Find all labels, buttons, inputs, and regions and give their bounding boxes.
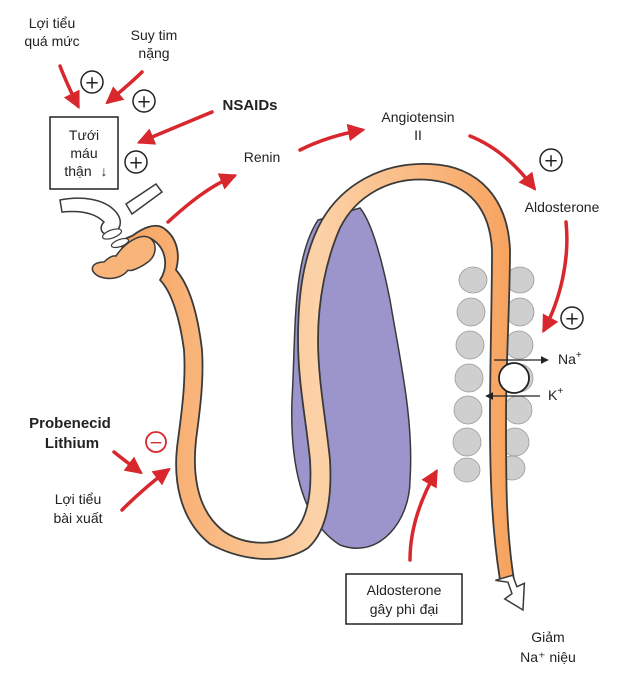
label-renal-flow-1: Tưới: [69, 127, 99, 143]
arrow-angiotensin-aldosterone: [468, 134, 537, 191]
minus-sign: −: [145, 431, 167, 453]
vessel-loop-small-2: [110, 237, 130, 249]
label-heart-failure-2: nặng: [138, 45, 169, 61]
label-reduced-na-1: Giảm: [531, 629, 564, 645]
label-na-ion: Na+: [558, 350, 582, 367]
svg-text:+: +: [543, 151, 558, 172]
plus-sign-1: +: [80, 70, 104, 94]
arrow-diuretic-excess: [58, 64, 80, 110]
svg-text:+: +: [564, 309, 579, 330]
label-excreted-diuretic-1: Lợi tiểu: [55, 491, 102, 507]
label-reduced-na-2: Na⁺ niệu: [520, 649, 576, 665]
bowman-capsule-neck: [115, 235, 156, 272]
svg-text:+: +: [128, 153, 143, 174]
svg-text:+: +: [136, 92, 151, 113]
afferent-arteriole: [59, 197, 121, 236]
label-k-ion: K+: [548, 386, 563, 403]
red-arrows: [58, 64, 569, 562]
outflow-arrow: [495, 574, 526, 612]
arrow-excreted-diuretic: [120, 467, 171, 512]
plus-sign-2: +: [132, 89, 156, 113]
arrow-probenecid: [112, 450, 143, 475]
plus-sign-5: +: [560, 306, 584, 330]
label-aldosterone: Aldosterone: [525, 199, 600, 215]
svg-text:+: +: [84, 73, 99, 94]
label-renal-flow-arrow: ↓: [101, 163, 108, 179]
label-nsaids: NSAIDs: [222, 97, 277, 114]
arrow-to-renin: [166, 173, 238, 224]
label-angiotensin-1: Angiotensin: [381, 109, 454, 125]
renal-tubule: [119, 163, 515, 581]
label-diuretic-excess-1: Lợi tiểu: [29, 15, 76, 31]
efferent-arteriole: [124, 182, 164, 216]
label-renal-flow-3: thận: [64, 163, 91, 179]
label-aldo-hypertrophy-2: gây phì đại: [370, 601, 439, 617]
plus-sign-3: +: [124, 150, 148, 174]
label-excreted-diuretic-2: bài xuất: [53, 510, 102, 526]
plus-sign-4: +: [539, 148, 563, 172]
label-diuretic-excess-2: quá mức: [24, 33, 79, 49]
na-k-transporter: [498, 362, 530, 394]
arrow-heart-failure: [105, 70, 144, 105]
arrow-hypertrophy: [408, 468, 438, 562]
renal-flow-box: [49, 116, 119, 190]
vessel-loop-small-1: [101, 228, 123, 240]
arrow-aldosterone-transporter: [542, 220, 569, 334]
label-lithium: Lithium: [45, 435, 99, 452]
arrow-renin-angiotensin: [298, 123, 366, 152]
label-renal-flow-2: máu: [70, 145, 97, 161]
label-probenecid: Probenecid: [29, 415, 111, 432]
label-renin: Renin: [244, 149, 281, 165]
hypertrophy-box: [345, 573, 463, 625]
label-aldo-hypertrophy-1: Aldosterone: [367, 582, 442, 598]
svg-text:−: −: [149, 433, 163, 453]
label-heart-failure-1: Suy tim: [131, 27, 178, 43]
arrow-nsaids: [136, 110, 214, 145]
label-angiotensin-2: II: [414, 127, 422, 143]
